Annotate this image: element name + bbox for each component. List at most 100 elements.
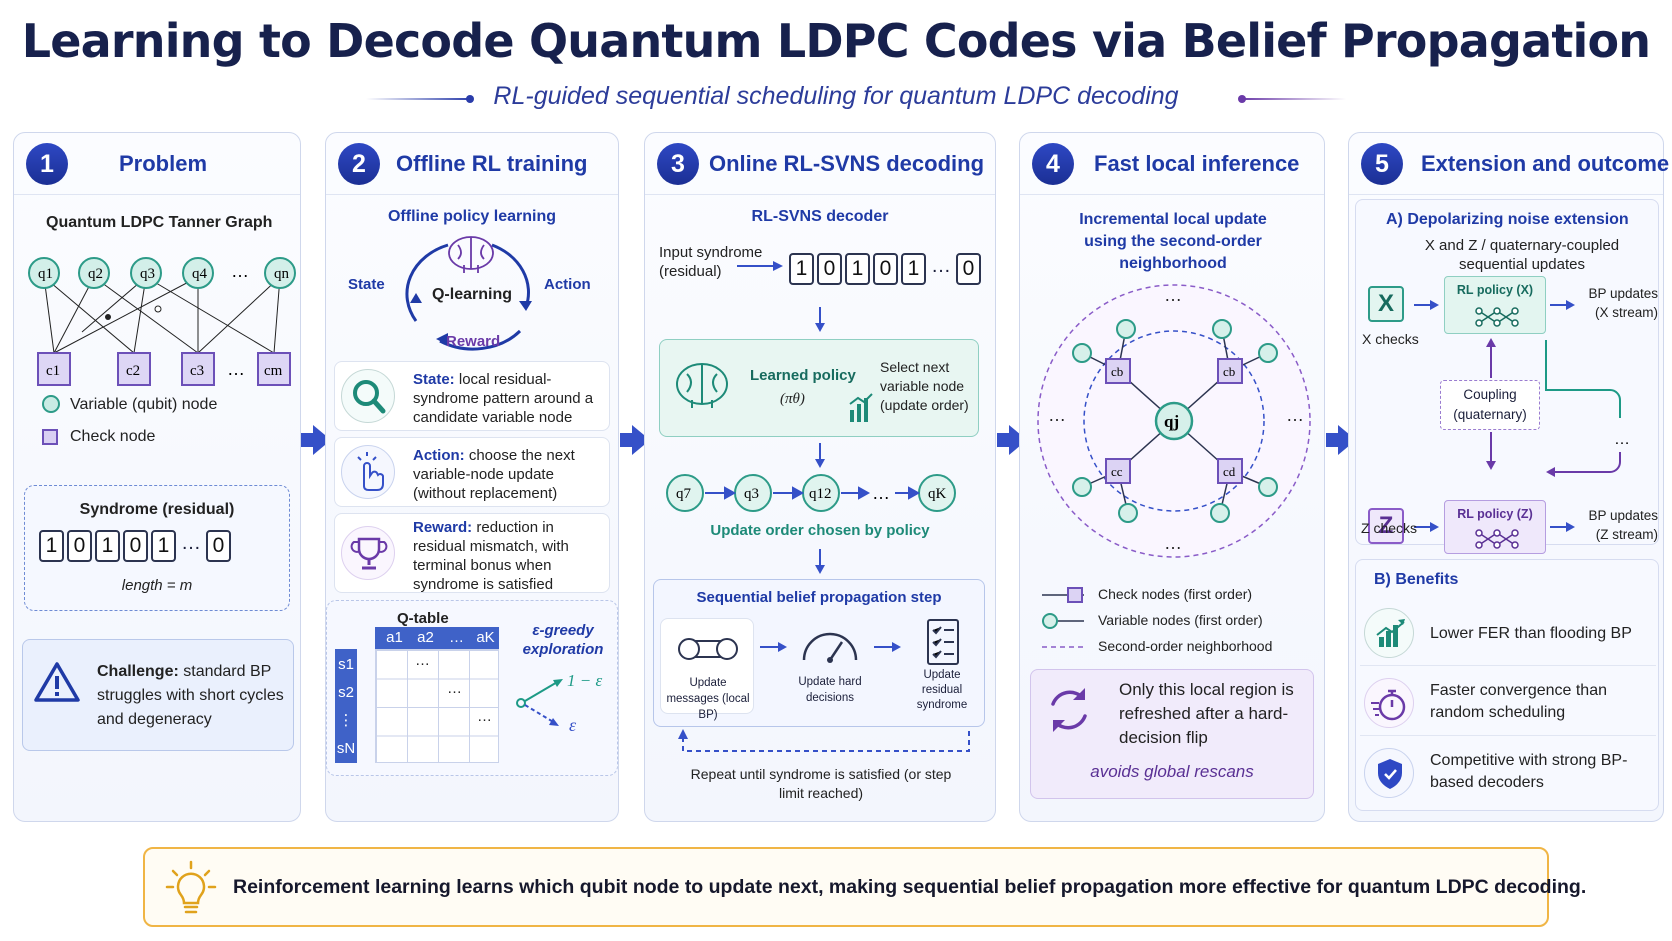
benefit-text: Competitive with strong BP-based decoder… <box>1430 752 1628 791</box>
qubit-node <box>130 257 162 289</box>
order-node-label: q12 <box>809 486 832 502</box>
input-arrow <box>737 261 783 271</box>
page-title: Learning to Decode Quantum LDPC Codes vi… <box>21 14 1651 68</box>
arrow-right <box>1414 522 1439 532</box>
action-icon-circle <box>341 445 395 499</box>
depolarizing-box: A) Depolarizing noise extension X and Z … <box>1355 199 1659 554</box>
panel-title: Online RL-SVNS decoding <box>709 151 985 176</box>
benefit-item: Lower FER than flooding BP <box>1360 602 1656 666</box>
bits-ellipsis: … <box>181 532 201 554</box>
check-ellipsis: … <box>227 359 245 379</box>
benefit-icon-circle <box>1364 608 1414 658</box>
center-qubit-node <box>1154 401 1194 441</box>
reward-label: Reward: <box>413 519 473 536</box>
check-node <box>37 352 71 386</box>
order-node-label: qK <box>928 486 947 502</box>
qtable-col-label: aK <box>476 629 495 646</box>
down-arrow <box>815 307 825 332</box>
benefit-icon-circle <box>1364 748 1414 798</box>
check-label: cm <box>264 363 283 379</box>
coupling-box: Coupling (quaternary) <box>1440 380 1540 430</box>
panel-offline-rl: 2 Offline RL training Offline policy lea… <box>325 132 619 822</box>
second-order-variable-node <box>1072 477 1092 497</box>
qubit-label: q4 <box>192 266 208 282</box>
challenge-text: Challenge: standard BP struggles with sh… <box>97 660 287 732</box>
benefit-item: Faster convergence than random schedulin… <box>1360 670 1656 736</box>
local-refresh-text: Only this local region is refreshed afte… <box>1119 680 1294 747</box>
syndrome-bits: 1 0 1 0 1 … 0 <box>39 530 231 562</box>
check-node <box>1105 358 1131 384</box>
syndrome-bit: 0 <box>873 253 898 285</box>
order-node <box>666 474 704 512</box>
check-node-label: cd <box>1223 464 1236 479</box>
qtable-col-label: a1 <box>386 629 403 646</box>
second-order-variable-node <box>1258 477 1278 497</box>
legend-label: Second-order neighborhood <box>1098 638 1273 654</box>
qtable-header-row <box>375 627 499 649</box>
step-card: Update residual syndrome <box>902 618 982 722</box>
neighborhood-ellipsis: … <box>1048 405 1066 425</box>
update-order-chain: q7 q3 q12 qK … <box>666 474 956 512</box>
panel-title: Fast local inference <box>1094 151 1300 176</box>
repeat-label: Repeat until syndrome is satisfied (or s… <box>690 766 952 801</box>
z-bp-label: BP updates (Z stream) <box>1588 508 1658 542</box>
footer-text: Reinforcement learning learns which qubi… <box>233 876 1587 898</box>
qubit-label: q2 <box>88 266 103 282</box>
syndrome-bit: 0 <box>123 530 148 562</box>
legend-variable-swatch <box>42 395 60 413</box>
x-policy-box: RL policy (X) <box>1444 276 1546 334</box>
learned-policy-box: Learned policy (πθ) Select next variable… <box>659 339 979 437</box>
cycle-reward-label: Reward <box>446 333 501 350</box>
bar-chart-icon <box>849 393 873 422</box>
arrow-right <box>1550 522 1575 532</box>
panel-header: 4 Fast local inference <box>1020 133 1324 195</box>
tanner-graph-title: Quantum LDPC Tanner Graph <box>46 214 273 231</box>
qtable-cells <box>375 649 499 763</box>
step-label: Update hard decisions <box>798 676 862 704</box>
qubit-node <box>28 257 60 289</box>
arrow-right <box>1414 300 1439 310</box>
sequential-bp-title: Sequential belief propagation step <box>696 589 942 606</box>
check-node <box>1105 458 1131 484</box>
input-syndrome-label: Input syndrome (residual) <box>659 244 763 280</box>
step-label: Update residual syndrome <box>916 669 968 711</box>
legend-label: Check nodes (first order) <box>1098 586 1253 602</box>
local-refresh-note: Only this local region is refreshed afte… <box>1030 669 1314 799</box>
benefit-icon-circle <box>1364 678 1414 728</box>
x-checks-label: X checks <box>1362 331 1419 347</box>
benefit-text: Faster convergence than random schedulin… <box>1430 682 1607 721</box>
state-text: State: local residual-syndrome pattern a… <box>413 370 605 427</box>
center-node-label: qj <box>1164 412 1179 431</box>
z-letter-box: Z <box>1368 508 1404 544</box>
syndrome-bit: 0 <box>67 530 92 562</box>
policy-symbol: (πθ) <box>780 391 805 407</box>
panel-title: Offline RL training <box>396 151 588 176</box>
action-card: Action: choose the next variable-node up… <box>334 437 610 507</box>
panel-header: 1 Problem <box>14 133 300 195</box>
syndrome-bit: 1 <box>901 253 926 285</box>
qubit-nodes <box>28 257 296 289</box>
z-checks-label: Z checks <box>1361 520 1418 536</box>
update-order-caption: Update order chosen by policy <box>710 522 930 539</box>
challenge-label: Challenge: <box>97 663 179 680</box>
sequential-bp-box: Sequential belief propagation step Updat… <box>653 579 985 727</box>
qtable-col-label: … <box>449 629 464 646</box>
gauge-icon <box>802 632 858 663</box>
reward-icon-circle <box>341 526 395 580</box>
message-nodes-icon <box>678 638 738 660</box>
coupling-arrow-up <box>1486 338 1496 378</box>
trophy-icon <box>350 537 388 570</box>
legend-check-swatch <box>1067 587 1083 603</box>
qtable-col-label: a2 <box>417 629 434 646</box>
brain-icon <box>676 363 728 408</box>
reward-text: Reward: reduction in residual mismatch, … <box>413 518 607 594</box>
second-order-variable-node <box>1116 319 1136 339</box>
qtable-grid: a1 a2 … aK s1 s2 ⋮ sN … … … <box>335 627 499 767</box>
greedy-explore-label: ε <box>569 715 577 735</box>
local-refresh-italic: avoids global rescans <box>1090 762 1254 781</box>
qtable-cell-dots: … <box>477 708 492 725</box>
state-icon-circle <box>341 369 395 423</box>
syndrome-box: Syndrome (residual) 1 0 1 0 1 … 0 length… <box>24 485 290 611</box>
greedy-exploit-label: 1 − ε <box>567 671 603 690</box>
state-label: State: <box>413 371 455 388</box>
